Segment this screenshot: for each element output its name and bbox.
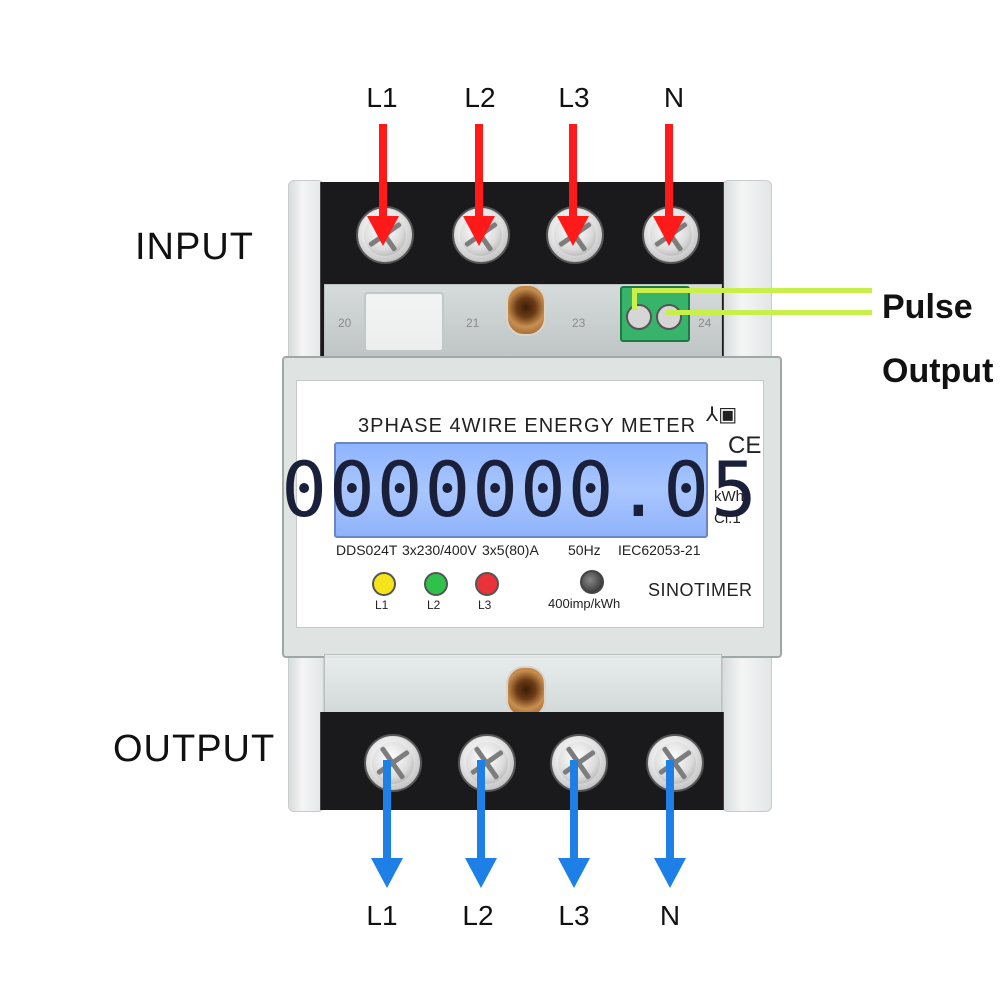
input-terminal-label-n: N — [663, 82, 685, 113]
output-arrows — [371, 760, 686, 888]
input-arrow-l3 — [557, 124, 589, 246]
meter-title: 3PHASE 4WIRE ENERGY METER — [358, 415, 697, 437]
pulse-wire-upper — [634, 288, 872, 293]
pin-number-24: 24 — [698, 316, 712, 330]
pulse-wire-drop — [632, 288, 637, 310]
output-terminal-label-l1: L1 — [366, 900, 398, 931]
input-terminal-label-l2: L2 — [464, 82, 496, 113]
brand-name: SINOTIMER — [648, 580, 753, 600]
led-label-l1: L1 — [375, 598, 389, 612]
input-arrow-l2 — [463, 124, 495, 246]
output-arrow-l1 — [371, 760, 403, 888]
output-arrow-l2 — [465, 760, 497, 888]
pulse-wire-lower — [666, 310, 872, 315]
spec-current: 3x5(80)A — [482, 542, 539, 558]
output-terminal-label-n: N — [659, 900, 681, 931]
input-terminal-label-l3: L3 — [558, 82, 590, 113]
output-screw-l2 — [458, 734, 516, 792]
led-l2 — [424, 572, 448, 596]
spec-voltage: 3x230/400V — [402, 542, 477, 558]
unit-label: kWh — [714, 488, 744, 505]
spec-standard: IEC62053-21 — [618, 542, 701, 558]
led-label-l3: L3 — [478, 598, 492, 612]
output-screw-l3 — [550, 734, 608, 792]
input-arrow-n — [653, 124, 685, 246]
wiring-symbol-icon: ⅄▣ — [706, 404, 738, 426]
top-cover-window — [364, 292, 444, 352]
pulse-output-label: Output — [882, 352, 994, 390]
pin-number-20: 20 — [338, 316, 352, 330]
led-label-l2: L2 — [427, 598, 441, 612]
input-arrow-l1 — [367, 124, 399, 246]
output-screw-n — [646, 734, 704, 792]
input-heading: INPUT — [135, 226, 254, 268]
led-l1 — [372, 572, 396, 596]
output-terminal-label-l3: L3 — [558, 900, 590, 931]
energy-reading: 0000000.05 — [281, 445, 759, 534]
input-arrows — [367, 124, 685, 246]
pulse-screw-2 — [656, 304, 682, 330]
output-arrow-n — [654, 760, 686, 888]
accuracy-class: Cl.1 — [714, 510, 741, 527]
spec-frequency: 50Hz — [568, 542, 601, 558]
pulse-screw-1 — [626, 304, 652, 330]
pulse-led — [580, 570, 604, 594]
impulse-rate: 400imp/kWh — [548, 596, 621, 611]
input-terminal-label-l1: L1 — [366, 82, 398, 113]
output-terminal-label-l2: L2 — [462, 900, 494, 931]
pin-number-23: 23 — [572, 316, 586, 330]
led-l3 — [475, 572, 499, 596]
pin-number-21: 21 — [466, 316, 480, 330]
output-heading: OUTPUT — [113, 728, 276, 770]
ce-mark: CE — [728, 432, 762, 459]
lcd-display: 0000000.05 — [281, 442, 759, 538]
output-arrow-l3 — [558, 760, 590, 888]
top-sealing-nut — [506, 284, 546, 336]
pulse-label: Pulse — [882, 288, 973, 326]
spec-model: DDS024T — [336, 542, 398, 558]
output-screw-l1 — [364, 734, 422, 792]
